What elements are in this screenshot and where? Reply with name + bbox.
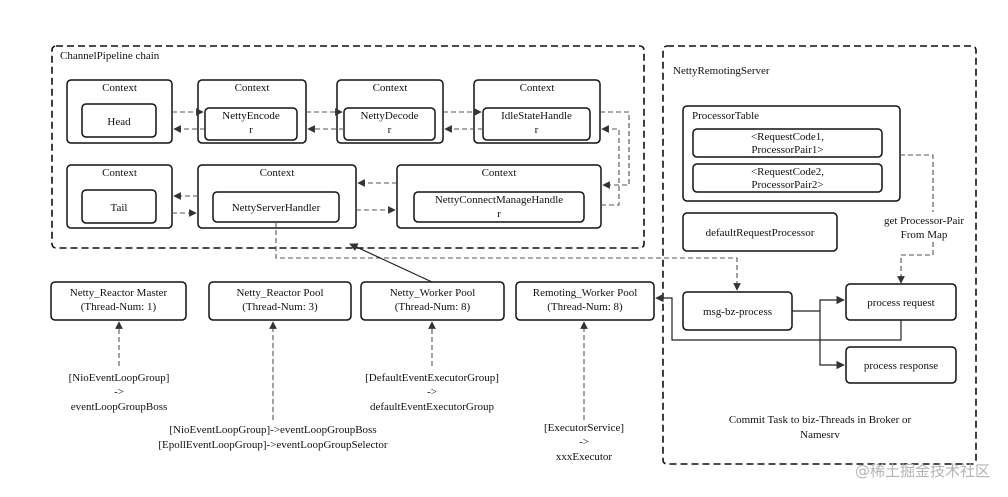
- reactor-source-label-2: [EpollEventLoopGroup]->eventLoopGroupSel…: [158, 439, 388, 451]
- netty-reactor-master-pool: Netty_Reactor Master (Thread-Num: 1): [50, 281, 187, 321]
- head-label: Head: [107, 116, 131, 128]
- arrow-get-pair-to-process-request: [897, 242, 934, 284]
- context-netty-encoder: Context NettyEncode r: [197, 79, 307, 144]
- arrow-worker-pool-to-server-handler: [349, 243, 433, 283]
- processor-table-title: ProcessorTable: [692, 110, 759, 122]
- context-label: Context: [102, 82, 137, 94]
- svg-text:(Thread-Num: 8): (Thread-Num: 8): [395, 301, 471, 313]
- netty-decoder-label-2: r: [388, 124, 392, 136]
- commit-task-label-1: Commit Task to biz-Threads in Broker or: [729, 414, 912, 426]
- svg-text:(Thread-Num: 1): (Thread-Num: 1): [81, 301, 157, 313]
- channel-pipeline-region: [51, 45, 645, 249]
- pair2-line-2: ProcessorPair2>: [751, 179, 823, 191]
- connect-manage-label-2: r: [497, 208, 501, 220]
- netty-remoting-server-region: [662, 45, 977, 465]
- svg-text:(Thread-Num: 3): (Thread-Num: 3): [242, 301, 318, 313]
- watermark: @稀土掘金技术社区: [855, 462, 990, 480]
- master-source-label-1: [NioEventLoopGroup]: [69, 372, 170, 384]
- context-idle-state-handler: Context IdleStateHandle r: [473, 79, 601, 144]
- svg-text:process response: process response: [864, 360, 938, 372]
- arrow-msg-to-process-response: [819, 311, 845, 370]
- pair2-line-1: <RequestCode2,: [751, 166, 824, 178]
- tail-label: Tail: [111, 202, 128, 214]
- svg-text:(Thread-Num: 8): (Thread-Num: 8): [547, 301, 623, 313]
- remoting-source-label-2: ->: [579, 436, 589, 448]
- svg-text:msg-bz-process: msg-bz-process: [703, 306, 772, 318]
- arrow-msg-to-process-request: [792, 295, 845, 312]
- netty-server-handler-label: NettyServerHandler: [232, 202, 321, 214]
- svg-text:Netty_Reactor Pool: Netty_Reactor Pool: [236, 287, 323, 299]
- idle-state-label-2: r: [535, 124, 539, 136]
- pair1-line-1: <RequestCode1,: [751, 131, 824, 143]
- processor-table: ProcessorTable <RequestCode1, ProcessorP…: [682, 105, 901, 202]
- master-source-label-2: ->: [114, 386, 124, 398]
- master-source-label-3: eventLoopGroupBoss: [71, 401, 168, 413]
- svg-text:Netty_Reactor Master: Netty_Reactor Master: [70, 287, 168, 299]
- context-netty-connect-manage-handler: Context NettyConnectManageHandle r: [396, 164, 602, 229]
- netty-decoder-label-1: NettyDecode: [360, 110, 418, 122]
- svg-text:Netty_Worker Pool: Netty_Worker Pool: [390, 287, 476, 299]
- connect-manage-label-1: NettyConnectManageHandle: [435, 194, 563, 206]
- netty-encoder-label-1: NettyEncode: [222, 110, 280, 122]
- context-tail: Context Tail: [66, 164, 173, 229]
- commit-task-label-2: Namesrv: [800, 429, 840, 441]
- netty-worker-pool: Netty_Worker Pool (Thread-Num: 8): [360, 281, 505, 321]
- msg-bz-process: msg-bz-process: [682, 291, 793, 331]
- process-request: process request: [845, 283, 957, 321]
- context-label: Context: [102, 167, 137, 179]
- svg-text:Remoting_Worker Pool: Remoting_Worker Pool: [533, 287, 638, 299]
- remoting-worker-pool: Remoting_Worker Pool (Thread-Num: 8): [515, 281, 655, 321]
- netty-remoting-server-title: NettyRemotingServer: [673, 65, 770, 77]
- reactor-source-label-1: [NioEventLoopGroup]->eventLoopGroupBoss: [169, 424, 376, 436]
- arrow-connect-up-to-idle: [601, 125, 620, 206]
- worker-source-label-1: [DefaultEventExecutorGroup]: [365, 372, 499, 384]
- remoting-source-label-3: xxxExecutor: [556, 451, 613, 463]
- context-label: Context: [520, 82, 555, 94]
- svg-text:process request: process request: [867, 297, 935, 309]
- arrow-process-request-to-remoting-pool: [655, 293, 902, 341]
- worker-source-label-2: ->: [427, 386, 437, 398]
- context-netty-server-handler: Context NettyServerHandler: [197, 164, 357, 229]
- default-request-processor: defaultRequestProcessor: [682, 212, 838, 252]
- arrow-table-to-process-request: [900, 154, 934, 212]
- idle-state-label-1: IdleStateHandle: [501, 110, 572, 122]
- netty-reactor-pool: Netty_Reactor Pool (Thread-Num: 3): [208, 281, 352, 321]
- pair1-line-2: ProcessorPair1>: [751, 144, 823, 156]
- context-head: Context Head: [66, 79, 173, 144]
- context-label: Context: [235, 82, 270, 94]
- svg-text:defaultRequestProcessor: defaultRequestProcessor: [706, 227, 815, 239]
- get-pair-label-2: From Map: [901, 229, 948, 241]
- arrow-idle-down-to-connect: [600, 111, 630, 189]
- context-netty-decoder: Context NettyDecode r: [336, 79, 444, 144]
- channel-pipeline-title: ChannelPipeline chain: [60, 50, 160, 62]
- context-label: Context: [482, 167, 517, 179]
- worker-source-label-3: defaultEventExecutorGroup: [370, 401, 495, 413]
- remoting-source-label-1: [ExecutorService]: [544, 422, 624, 434]
- netty-encoder-label-2: r: [249, 124, 253, 136]
- get-pair-label-1: get Processor-Pair: [884, 215, 964, 227]
- process-response: process response: [845, 346, 957, 384]
- arrow-server-handler-to-msg-process: [275, 222, 741, 291]
- context-label: Context: [373, 82, 408, 94]
- context-label: Context: [260, 167, 295, 179]
